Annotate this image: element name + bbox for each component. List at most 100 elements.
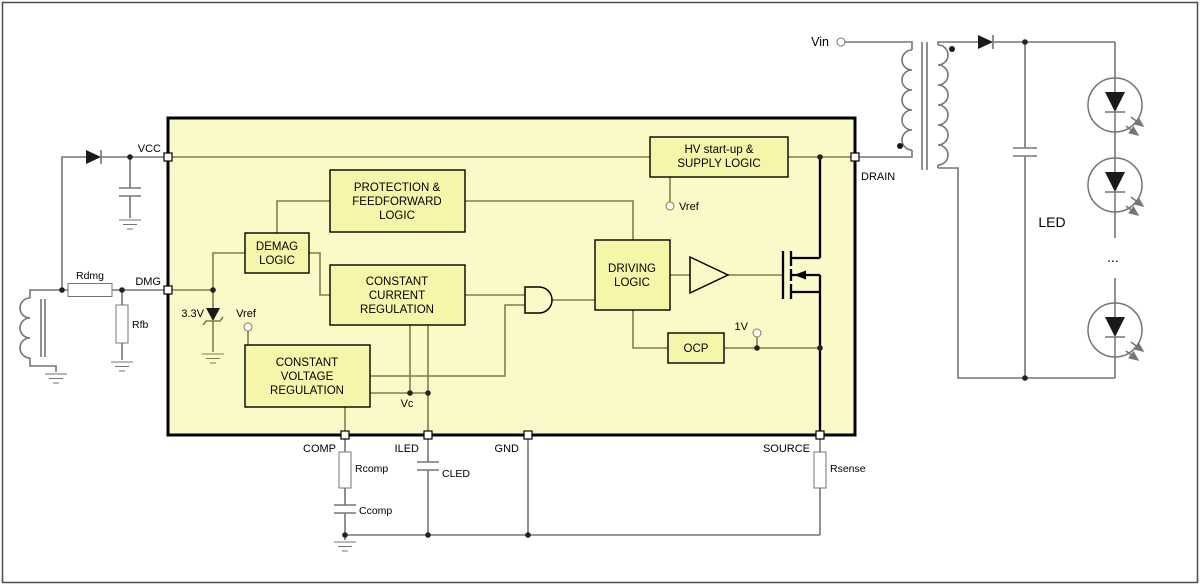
wire-demag-to-protection [276, 200, 330, 233]
pin-vcc [163, 152, 173, 162]
wire-primary-to-vin [845, 41, 913, 50]
internal-wiring [168, 156, 852, 433]
resistor-rfb [115, 304, 129, 344]
junction-dot [407, 390, 413, 396]
cvr-block-label: VOLTAGE [281, 371, 334, 383]
pin-gnd [523, 430, 533, 440]
cvr-block-label: REGULATION [270, 385, 344, 397]
rfb-label: Rfb [132, 319, 149, 331]
ccr-block-label: REGULATION [360, 304, 434, 316]
junction-dots [59, 39, 1028, 538]
pin-label-drain: DRAIN [861, 171, 895, 183]
block-protection-feedforward-logic [329, 169, 466, 233]
pin-label-iled: ILED [395, 443, 420, 455]
resistor-rsense [813, 451, 827, 489]
wire-protection-to-driving [465, 200, 634, 240]
rcomp-label: Rcomp [355, 463, 388, 475]
junction-dot [425, 532, 431, 538]
junction-dot [127, 154, 133, 160]
rsense-label: Rsense [830, 463, 866, 475]
protection-block-label: FEEDFORWARD [352, 196, 441, 208]
diode-output-rectifier [978, 35, 994, 49]
demag-block-label: DEMAG [256, 241, 298, 253]
demag-block-label: LOGIC [259, 255, 295, 267]
and-gate [524, 286, 553, 314]
junction-dot [525, 532, 531, 538]
transformer-core [921, 42, 928, 170]
driving-block-label: DRIVING [608, 263, 656, 275]
wire-dmg-net [168, 252, 245, 308]
mosfet-body-arrow [794, 270, 806, 280]
hv-block-label: SUPPLY LOGIC [677, 158, 760, 170]
cvr-block-label: CONSTANT [276, 357, 338, 369]
pin-label-dmg: DMG [135, 276, 161, 288]
labels: HV start-up & SUPPLY LOGIC PROTECTION & … [76, 35, 1119, 517]
buffer-amplifier [689, 255, 730, 295]
pin-dmg [163, 285, 173, 295]
phase-dot-secondary [949, 46, 955, 52]
block-constant-voltage-regulation [244, 344, 371, 408]
block-constant-current-regulation [329, 264, 466, 326]
ccr-block-label: CURRENT [369, 290, 425, 302]
diode-vcc [86, 150, 102, 164]
zener-3v3 [202, 308, 224, 326]
vin-label: Vin [811, 35, 829, 49]
vin-terminal [836, 37, 846, 47]
mosfet-drain-lead [791, 157, 822, 260]
wire-drain-to-primary [859, 150, 913, 158]
pin-comp [340, 430, 350, 440]
led-ellipsis: ... [1107, 249, 1119, 265]
vref-cvr-label: Vref [236, 308, 257, 320]
junction-dot [1022, 375, 1028, 381]
zener-voltage-label: 3.3V [181, 308, 204, 320]
function-blocks [244, 136, 789, 408]
wire-vc-net [370, 325, 428, 394]
pin-label-gnd: GND [495, 443, 520, 455]
wire-cvr-to-and [370, 304, 525, 377]
ocp-threshold-label: 1V [735, 321, 749, 333]
ocp-1v-terminal [752, 328, 762, 338]
junction-dot [1022, 39, 1028, 45]
junction-dot [817, 154, 823, 160]
ocp-block-label: OCP [684, 343, 709, 355]
wire-demag-to-ccr [309, 252, 330, 296]
vcc-cap-plates [119, 187, 141, 197]
mosfet-source-lead [791, 275, 822, 433]
block-ocp [667, 332, 725, 364]
wire-aux-top [29, 289, 68, 298]
vref-cvr-terminal [243, 322, 253, 332]
driving-block-label: LOGIC [614, 277, 650, 289]
protection-block-label: PROTECTION & [354, 182, 441, 194]
rdmg-label: Rdmg [76, 270, 104, 282]
junction-dot [59, 287, 65, 293]
wire-secondary-to-diode [937, 41, 978, 45]
phase-dot-primary [897, 143, 903, 149]
ccomp-label: Ccomp [359, 505, 392, 517]
ic-pins [163, 152, 860, 440]
mosfet-symbol [781, 157, 822, 433]
pin-label-source: SOURCE [763, 443, 810, 455]
vc-label: Vc [401, 398, 414, 410]
pin-label-vcc: VCC [138, 143, 161, 155]
block-demag-logic [244, 232, 310, 274]
ccr-block-label: CONSTANT [366, 276, 428, 288]
junction-dot [754, 345, 760, 351]
block-hv-startup-supply-logic [649, 136, 789, 178]
vref-hv-label: Vref [679, 201, 700, 213]
secondary-winding-coil [937, 44, 949, 166]
wire-led-return [937, 165, 1115, 379]
pin-iled [423, 430, 433, 440]
wire-aux-bottom [29, 358, 57, 372]
cled-label: CLED [442, 468, 470, 480]
pin-label-comp: COMP [303, 443, 336, 455]
junction-dot [817, 345, 823, 351]
led-string-label: LED [1038, 214, 1065, 230]
junction-dot [210, 287, 216, 293]
pin-drain [850, 152, 860, 162]
junction-dot [119, 287, 125, 293]
junction-dot [342, 532, 348, 538]
primary-winding-coil [901, 49, 913, 151]
junction-dot [425, 390, 431, 396]
